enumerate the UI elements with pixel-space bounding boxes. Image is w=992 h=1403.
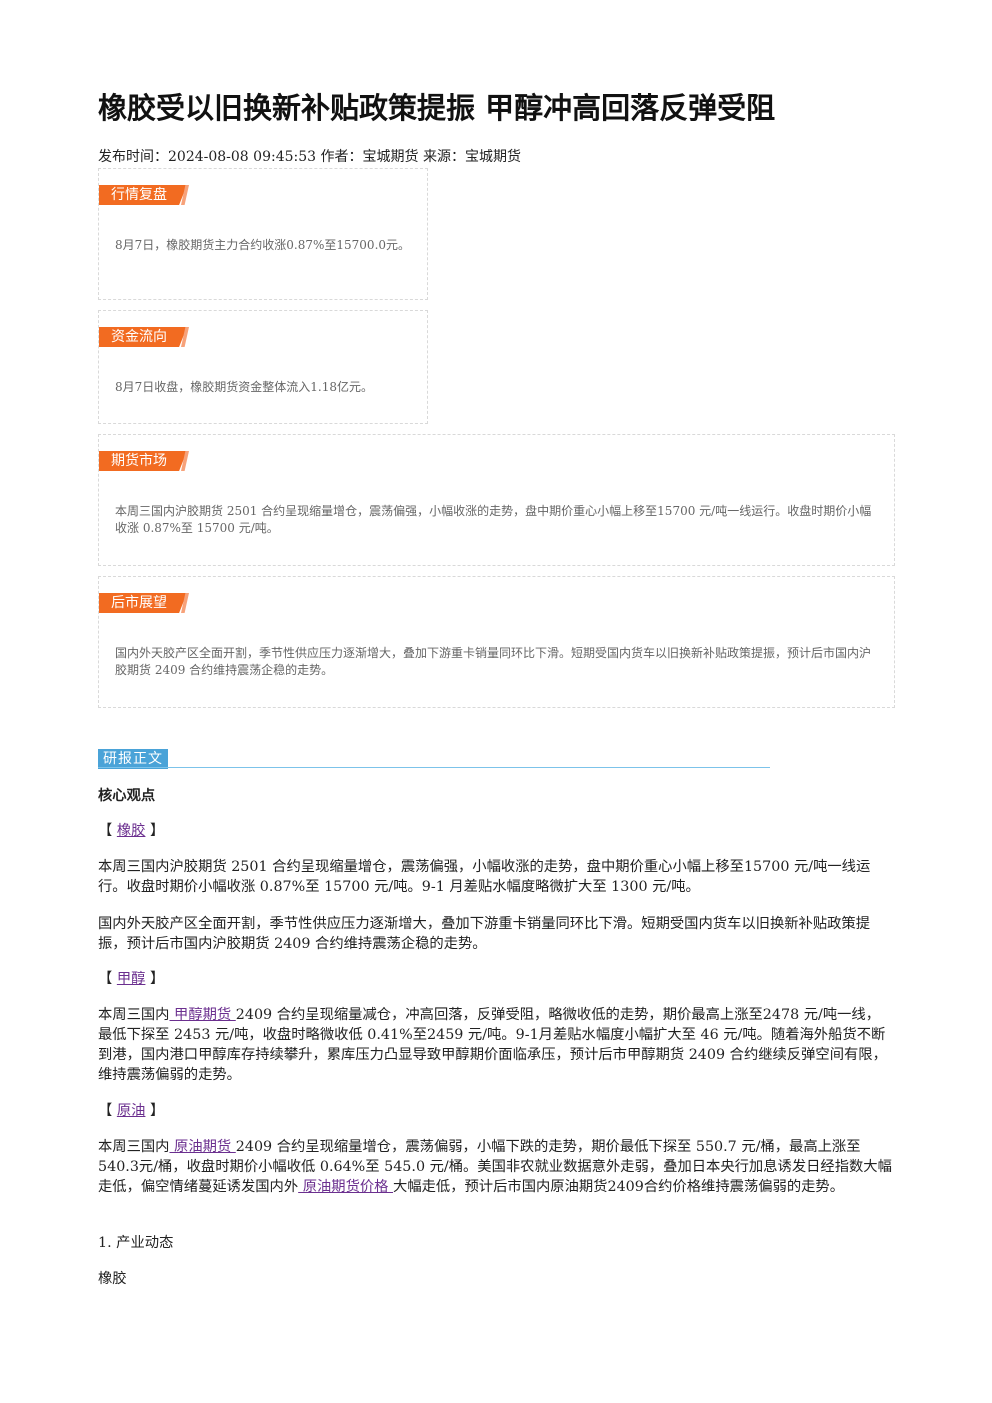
tag-slash-icon	[181, 593, 189, 613]
industry-heading: 1. 产业动态	[98, 1235, 174, 1251]
methanol-text-pre: 本周三国内	[98, 1007, 170, 1023]
summary-tag: 资金流向	[99, 327, 187, 347]
bracket-close: 】	[145, 823, 165, 839]
summary-text: 国内外天胶产区全面开割，季节性供应压力逐渐增大，叠加下游重卡销量同环比下滑。短期…	[115, 646, 872, 677]
crude-text-pre: 本周三国内	[98, 1139, 170, 1155]
summary-text: 本周三国内沪胶期货 2501 合约呈现缩量增仓，震荡偏强，小幅收涨的走势，盘中期…	[115, 504, 872, 535]
crude-text-post: 大幅走低，预计后市国内原油期货2409合约价格维持震荡偏弱的走势。	[393, 1179, 845, 1195]
article-title: 橡胶受以旧换新补贴政策提振 甲醇冲高回落反弹受阻	[98, 91, 776, 125]
crude-paragraph: 本周三国内 原油期货 2409 合约呈现缩量增仓，震荡偏弱，小幅下跌的走势，期价…	[98, 1137, 894, 1197]
industry-subheading: 橡胶	[98, 1271, 127, 1287]
bracket-close: 】	[145, 971, 165, 987]
section-tag-report-body: 研报正文	[98, 749, 168, 769]
summary-box-fund-flow: 资金流向 8月7日收盘，橡胶期货资金整体流入1.18亿元。	[98, 310, 428, 424]
summary-tag: 期货市场	[99, 451, 187, 471]
summary-box-futures-market: 期货市场 本周三国内沪胶期货 2501 合约呈现缩量增仓，震荡偏强，小幅收涨的走…	[98, 434, 895, 566]
article-meta: 发布时间：2024-08-08 09:45:53 作者：宝城期货 来源：宝城期货	[98, 149, 521, 165]
methanol-heading: 【 甲醇 】	[98, 969, 894, 989]
crude-text-mid: 2409 合约呈现缩量增仓，震荡偏弱，小幅下跌的走势，期价最低下探至 550.7…	[98, 1139, 892, 1195]
methanol-text-post: 2409 合约呈现缩量减仓，冲高回落，反弹受阻，略微收低的走势，期价最高上涨至2…	[98, 1007, 887, 1083]
bracket-close: 】	[145, 1103, 165, 1119]
methanol-futures-link[interactable]: 甲醇期货	[169, 1007, 236, 1023]
summary-box-market-review: 行情复盘 8月7日，橡胶期货主力合约收涨0.87%至15700.0元。	[98, 168, 428, 300]
methanol-link[interactable]: 甲醇	[116, 971, 146, 987]
rubber-heading: 【 橡胶 】	[98, 821, 894, 841]
crude-price-link[interactable]: 原油期货价格	[298, 1179, 394, 1195]
crude-futures-link[interactable]: 原油期货	[169, 1139, 236, 1155]
rubber-paragraph-1: 本周三国内沪胶期货 2501 合约呈现缩量增仓，震荡偏强，小幅收涨的走势，盘中期…	[98, 859, 871, 895]
bracket-open: 【	[98, 823, 117, 839]
bracket-open: 【	[98, 1103, 117, 1119]
tag-slash-icon	[181, 185, 189, 205]
crude-heading: 【 原油 】	[98, 1101, 894, 1121]
core-heading: 核心观点	[98, 788, 156, 804]
summary-text: 8月7日，橡胶期货主力合约收涨0.87%至15700.0元。	[115, 238, 411, 252]
bracket-open: 【	[98, 971, 117, 987]
summary-tag: 行情复盘	[99, 185, 187, 205]
crude-link[interactable]: 原油	[116, 1103, 146, 1119]
rubber-link[interactable]: 橡胶	[116, 823, 146, 839]
rubber-paragraph-2: 国内外天胶产区全面开割，季节性供应压力逐渐增大，叠加下游重卡销量同环比下滑。短期…	[98, 916, 871, 952]
tag-slash-icon	[181, 451, 189, 471]
summary-tag: 后市展望	[99, 593, 187, 613]
summary-text: 8月7日收盘，橡胶期货资金整体流入1.18亿元。	[115, 380, 373, 394]
summary-box-outlook: 后市展望 国内外天胶产区全面开割，季节性供应压力逐渐增大，叠加下游重卡销量同环比…	[98, 576, 895, 708]
tag-slash-icon	[181, 327, 189, 347]
section-divider	[98, 767, 770, 768]
methanol-paragraph: 本周三国内 甲醇期货 2409 合约呈现缩量减仓，冲高回落，反弹受阻，略微收低的…	[98, 1005, 894, 1085]
